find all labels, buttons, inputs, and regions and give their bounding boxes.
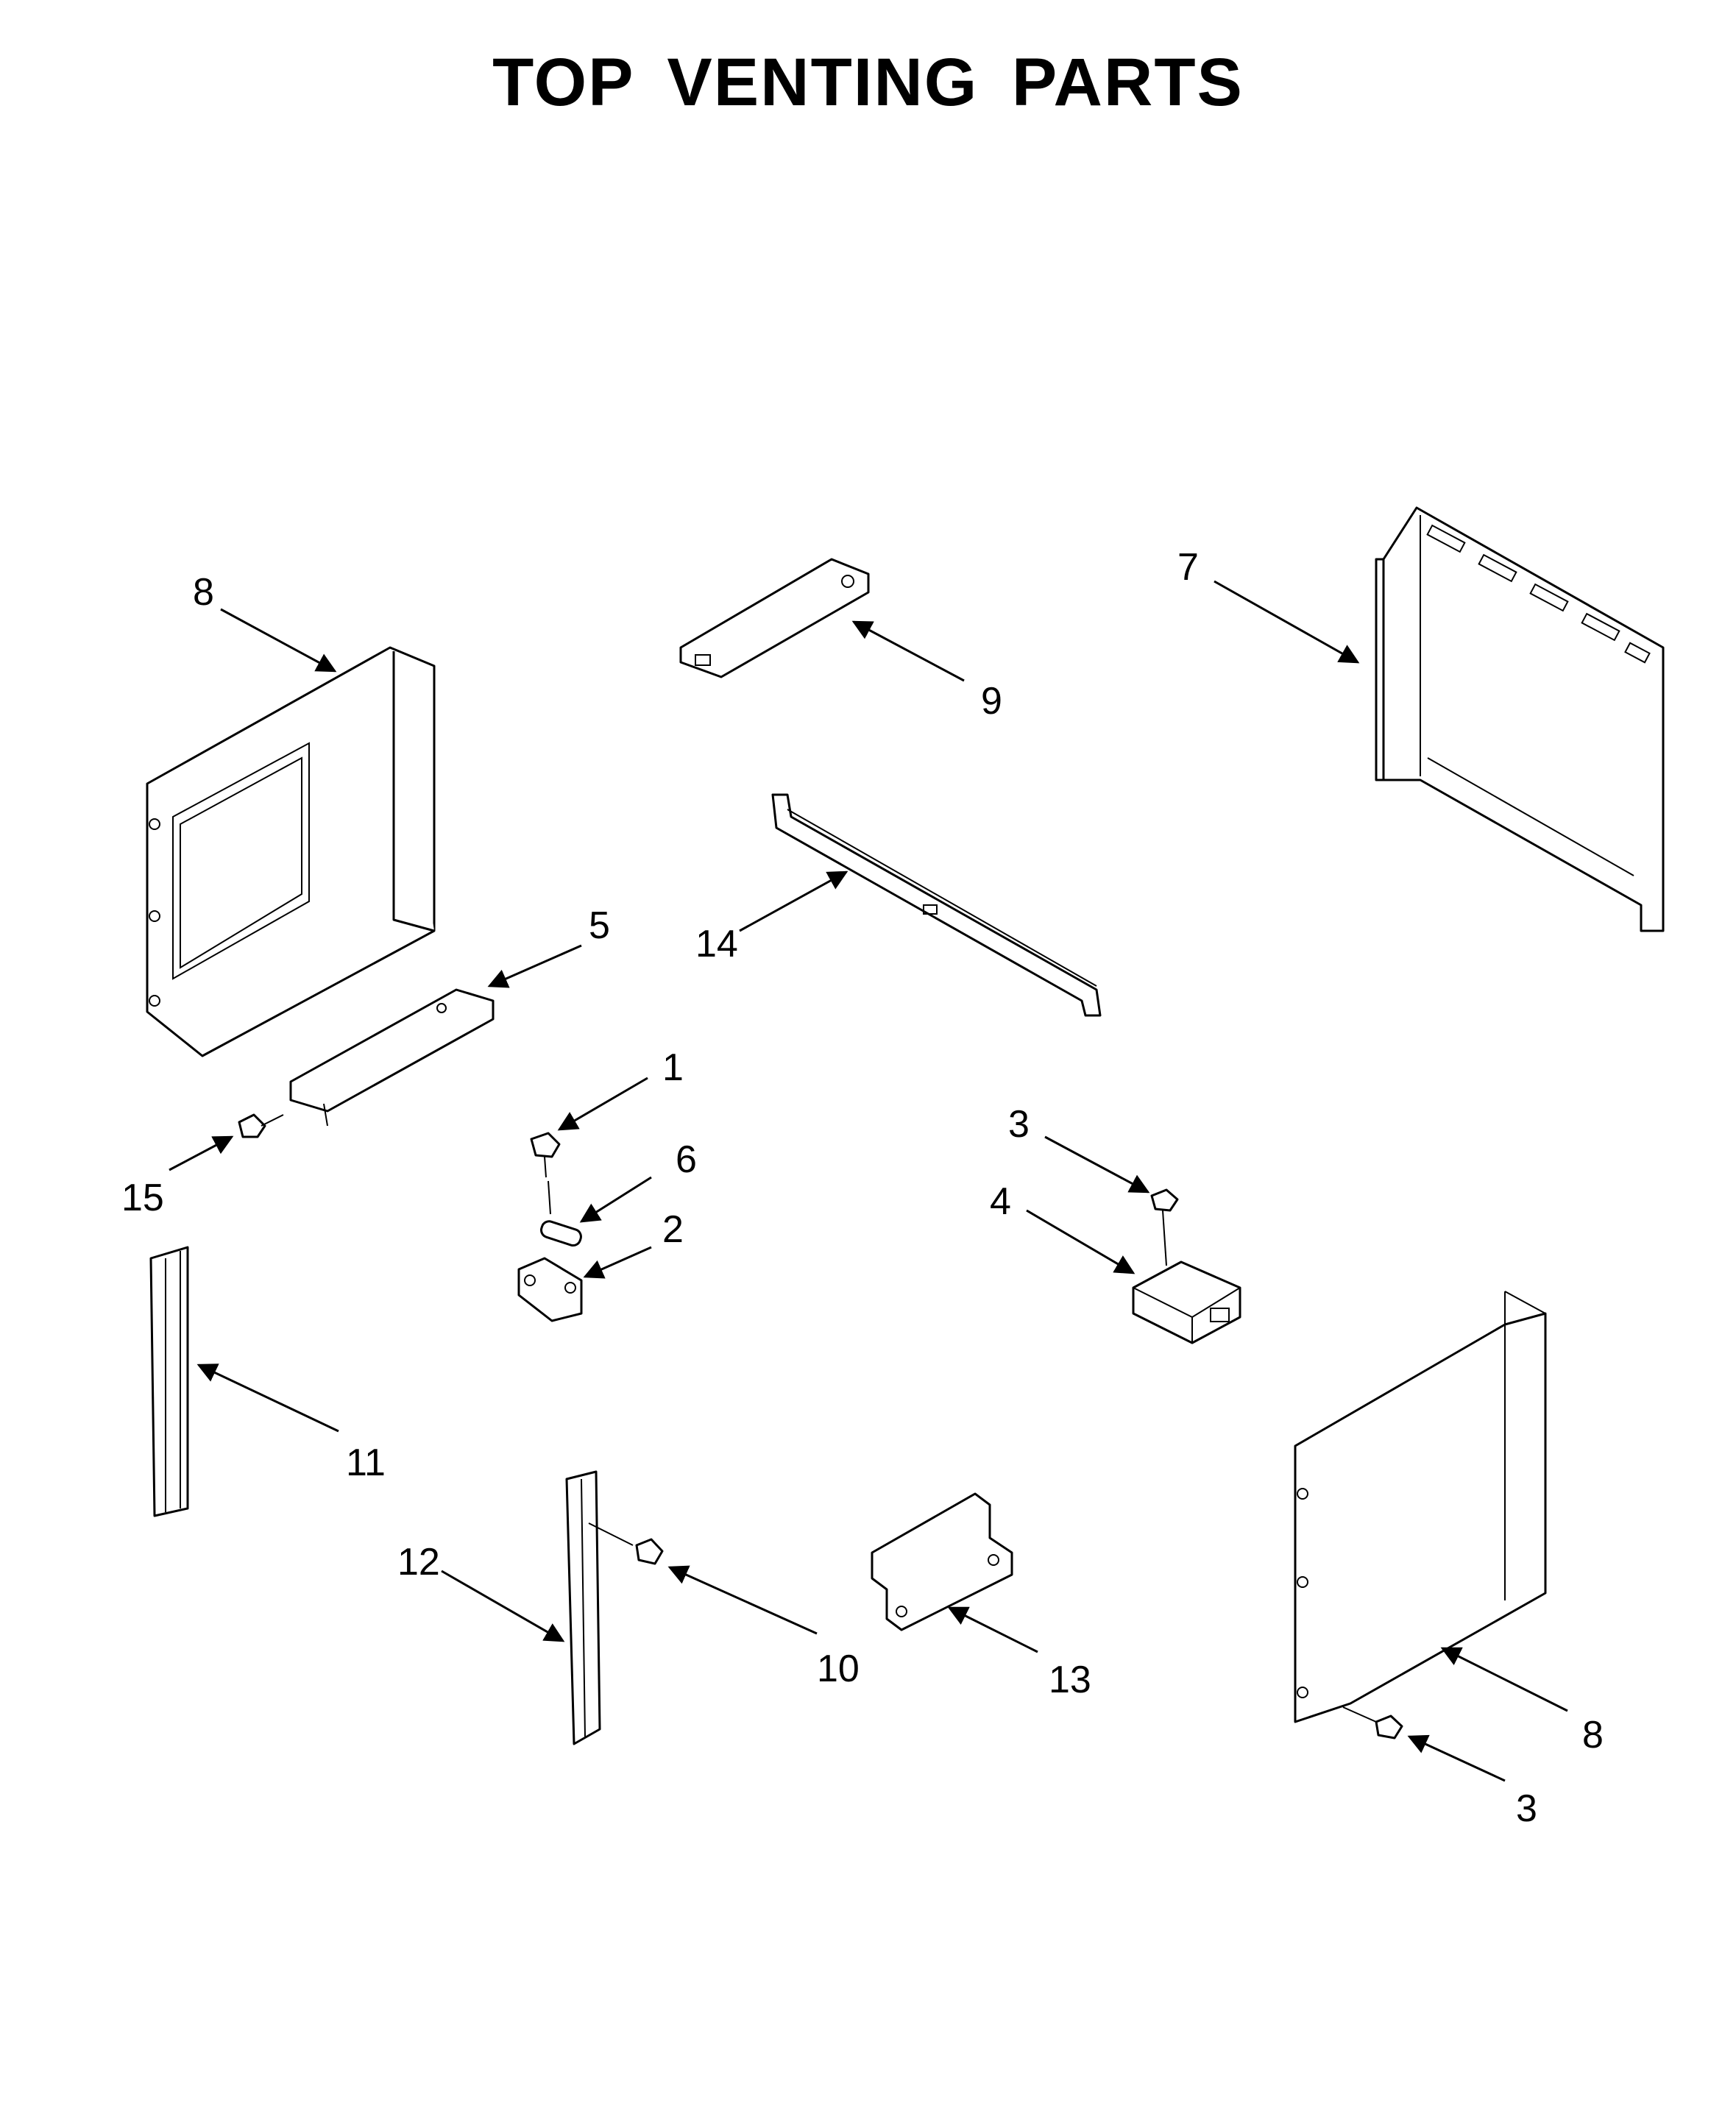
leader-4 xyxy=(1026,1209,1136,1274)
callout-10: 10 xyxy=(817,1648,860,1690)
side-panel-right-part xyxy=(1294,1291,1547,1723)
callout-labels: 8 9 7 14 5 1 6 2 15 3 4 11 12 10 13 8 3 xyxy=(121,546,1604,1830)
screw-part xyxy=(1342,1706,1403,1740)
callout-2: 2 xyxy=(662,1208,684,1251)
leader-8-top xyxy=(220,608,337,673)
fuse-part xyxy=(540,1220,582,1247)
callout-13: 13 xyxy=(1049,1659,1091,1701)
leader-1 xyxy=(557,1077,648,1131)
leader-12 xyxy=(441,1570,565,1642)
page-title: TOP VENTING PARTS xyxy=(492,45,1244,120)
leader-3-bottom xyxy=(1407,1734,1506,1782)
side-panel-left-part xyxy=(146,646,436,1057)
bracket-part xyxy=(289,988,495,1127)
callout-15: 15 xyxy=(121,1177,164,1219)
callout-11: 11 xyxy=(346,1442,386,1484)
leader-11 xyxy=(196,1364,339,1433)
leader-8-bottom xyxy=(1440,1647,1568,1712)
callout-1: 1 xyxy=(662,1046,684,1089)
callout-8-bottom: 8 xyxy=(1582,1714,1604,1756)
screw-part xyxy=(588,1522,664,1565)
callout-5: 5 xyxy=(589,904,610,947)
callout-9: 9 xyxy=(981,680,1002,723)
callout-6: 6 xyxy=(676,1138,697,1181)
leader-3-top xyxy=(1044,1135,1150,1194)
leader-14 xyxy=(739,870,848,932)
leader-6 xyxy=(579,1176,652,1223)
leader-13 xyxy=(947,1606,1038,1653)
callout-14: 14 xyxy=(695,923,738,965)
left-channel-part xyxy=(149,1246,189,1517)
screw-part xyxy=(1150,1188,1179,1266)
leader-2 xyxy=(583,1246,652,1279)
callout-leaders xyxy=(169,580,1568,1782)
callout-8-top: 8 xyxy=(193,571,214,614)
callout-3-bottom: 3 xyxy=(1516,1787,1537,1830)
leader-7 xyxy=(1214,580,1360,664)
rail-part xyxy=(771,793,1102,1017)
leader-9 xyxy=(851,620,965,682)
screw-part xyxy=(238,1113,284,1138)
center-channel-part xyxy=(565,1470,601,1745)
leader-10 xyxy=(667,1565,818,1635)
leader-5 xyxy=(487,944,582,988)
mounting-bracket-part xyxy=(871,1492,1013,1631)
screw-part xyxy=(530,1132,561,1215)
callout-12: 12 xyxy=(397,1541,440,1584)
callout-7: 7 xyxy=(1177,546,1199,589)
control-box-part xyxy=(1132,1260,1241,1344)
leader-15 xyxy=(169,1135,234,1171)
fuse-holder-part xyxy=(517,1257,583,1322)
callout-3-top: 3 xyxy=(1008,1103,1030,1146)
vent-plate-part xyxy=(679,558,870,678)
vent-panel-right-part xyxy=(1375,506,1665,932)
callout-4: 4 xyxy=(990,1180,1011,1223)
